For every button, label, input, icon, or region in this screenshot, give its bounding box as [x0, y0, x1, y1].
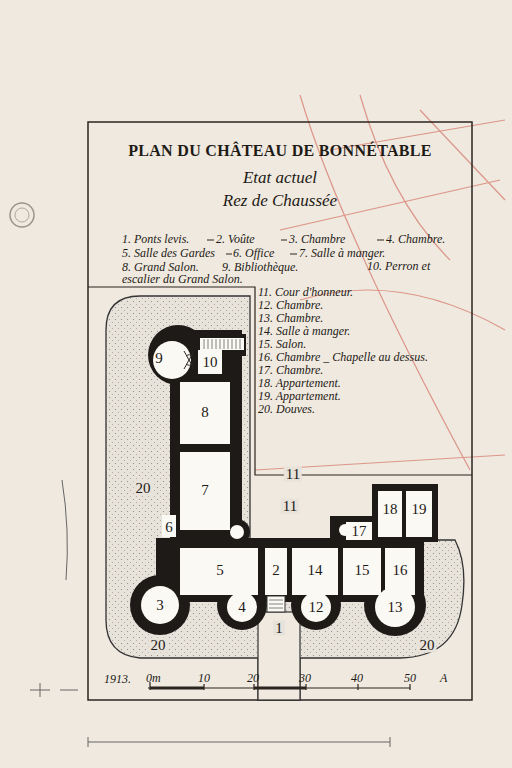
callout-number: 7	[199, 483, 211, 498]
legend-text: 13. Chambre.	[258, 311, 323, 326]
callout-number: 13	[386, 600, 405, 615]
legend-text: 6. Office	[233, 246, 274, 261]
callout-number: 1	[273, 621, 285, 636]
callout-number: 12	[307, 600, 326, 615]
legend-text: 5. Salle des Gardes	[122, 246, 215, 261]
callout-number: 18	[381, 502, 400, 517]
callout-number: 10	[201, 355, 220, 370]
legend-text: 20. Douves.	[258, 402, 315, 417]
legend-text: 7. Salle à manger.	[299, 246, 385, 261]
callout-number: 11	[281, 499, 299, 514]
callout-number: 19	[410, 502, 429, 517]
callout-number: 20	[134, 481, 153, 496]
subtitle: Etat actuel	[243, 168, 317, 188]
callout-number: 9	[153, 351, 165, 366]
callout-number: 3	[154, 598, 166, 613]
plan-title: PLAN DU CHÂTEAU DE BONNÉTABLE	[128, 142, 432, 160]
callout-number: 20	[149, 638, 168, 653]
legend-text: 1913.	[104, 672, 131, 687]
legend-text: 19. Appartement.	[258, 389, 341, 404]
legend-text: 0m	[146, 671, 161, 686]
legend-text: 2. Voûte	[216, 232, 255, 247]
legend-text: 17. Chambre.	[258, 363, 323, 378]
legend-text: 18. Appartement.	[258, 376, 341, 391]
legend-text: 16. Chambre _ Chapelle au dessus.	[258, 350, 428, 365]
subtitle: Rez de Chaussée	[223, 191, 337, 211]
callout-number: 6	[163, 520, 175, 535]
callout-number: 16	[391, 563, 410, 578]
legend-text: 40	[351, 671, 363, 686]
legend-text: 3. Chambre	[289, 232, 345, 247]
callout-number: 4	[236, 600, 248, 615]
callout-number: 11	[284, 467, 302, 482]
callout-number: 20	[418, 638, 437, 653]
legend-text: 12. Chambre.	[258, 298, 323, 313]
legend-text: 30	[299, 671, 311, 686]
legend-text: 20	[247, 671, 259, 686]
callout-number: 5	[214, 563, 226, 578]
legend-text: 15. Salon.	[258, 337, 306, 352]
legend-text: 1. Ponts levis.	[122, 232, 189, 247]
legend-text: 14. Salle à manger.	[258, 324, 350, 339]
legend-text: A	[440, 671, 447, 686]
callout-number: 2	[270, 563, 282, 578]
legend-text: 11. Cour d'honneur.	[258, 285, 353, 300]
legend-text: 10. Perron et escalier du Grand Salon.	[122, 260, 462, 286]
callout-number: 8	[199, 405, 211, 420]
callout-number: 17	[350, 524, 369, 539]
callout-number: 15	[353, 563, 372, 578]
legend-text: 4. Chambre.	[386, 232, 445, 247]
legend-text: 50	[404, 671, 416, 686]
legend-text: 10	[198, 671, 210, 686]
callout-number: 14	[306, 563, 325, 578]
